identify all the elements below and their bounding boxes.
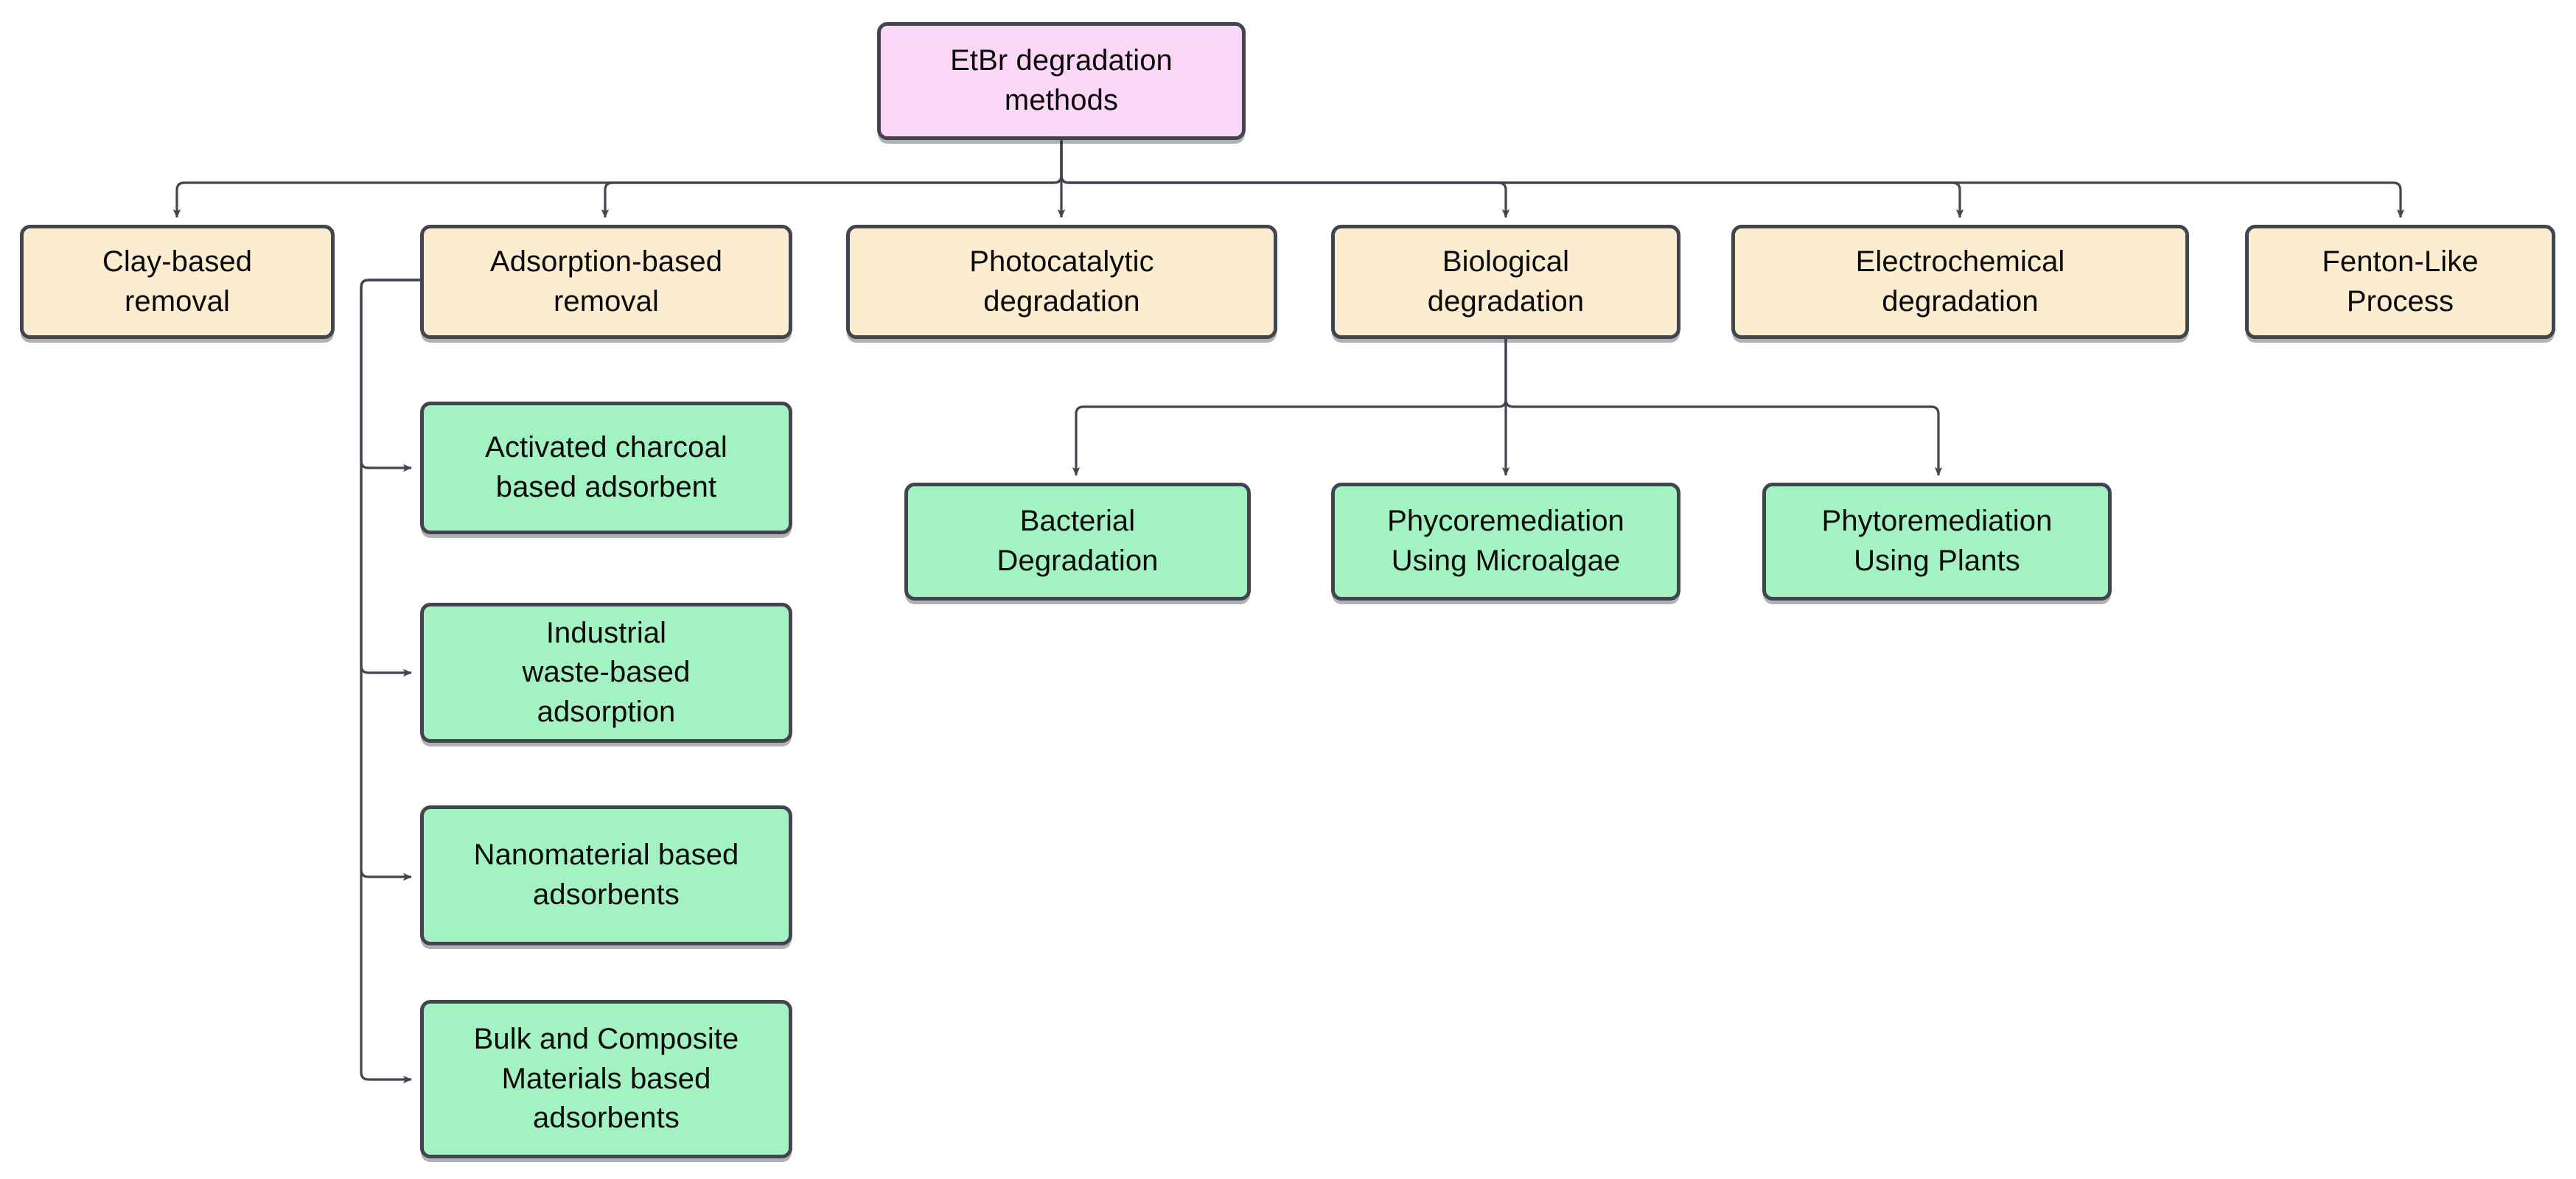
node-biological-degradation[interactable]: Biological degradation	[1331, 225, 1680, 339]
node-biological-degradation-label: Biological degradation	[1427, 245, 1585, 318]
edge-adsorption-to-activated-charcoal	[360, 279, 427, 472]
node-root[interactable]: EtBr degradation methods	[877, 22, 1246, 140]
node-adsorption-based-removal[interactable]: Adsorption-based removal	[420, 225, 792, 339]
node-bacterial-degradation-label: Bacterial Degradation	[996, 505, 1159, 577]
edge-biological-to-phytoremediation	[1504, 339, 1943, 476]
node-bulk-and-composite-materials-based-adsorbents-label: Bulk and Composite Materials based adsor…	[473, 1023, 739, 1135]
node-phycoremediation-using-microalgae-label: Phycoremediation Using Microalgae	[1387, 505, 1624, 577]
node-industrial-waste-based-adsorption-label: Industrial waste-based adsorption	[522, 616, 691, 728]
node-adsorption-based-removal-label: Adsorption-based removal	[489, 245, 723, 318]
node-clay-based-removal[interactable]: Clay-based removal	[20, 225, 335, 339]
node-phytoremediation-using-plants-label: Phytoremediation Using Plants	[1821, 505, 2053, 577]
node-nanomaterial-based-adsorbents[interactable]: Nanomaterial based adsorbents	[420, 805, 792, 945]
node-phycoremediation-using-microalgae[interactable]: Phycoremediation Using Microalgae	[1331, 483, 1680, 601]
node-root-label: EtBr degradation methods	[950, 44, 1173, 116]
edge-root-to-clay	[172, 140, 1063, 218]
node-fenton-like-process[interactable]: Fenton-Like Process	[2245, 225, 2555, 339]
node-industrial-waste-based-adsorption[interactable]: Industrial waste-based adsorption	[420, 603, 792, 743]
node-clay-based-removal-label: Clay-based removal	[102, 245, 253, 318]
node-electrochemical-degradation-label: Electrochemical degradation	[1855, 245, 2065, 318]
node-bulk-and-composite-materials-based-adsorbents[interactable]: Bulk and Composite Materials based adsor…	[420, 1000, 792, 1158]
edge-root-to-biological	[1060, 140, 1510, 218]
edge-root-to-fenton	[1060, 140, 2405, 218]
node-activated-charcoal-based-adsorbent[interactable]: Activated charcoal based adsorbent	[420, 402, 792, 534]
node-fenton-like-process-label: Fenton-Like Process	[2322, 245, 2479, 318]
edge-adsorption-to-nanomaterial	[360, 279, 427, 881]
node-bacterial-degradation[interactable]: Bacterial Degradation	[904, 483, 1251, 601]
node-activated-charcoal-based-adsorbent-label: Activated charcoal based adsorbent	[485, 431, 727, 503]
edge-biological-to-bacterial	[1072, 339, 1507, 476]
edge-root-to-electrochemical	[1060, 140, 1964, 218]
node-nanomaterial-based-adsorbents-label: Nanomaterial based adsorbents	[473, 839, 739, 911]
edge-adsorption-to-bulk-composite	[360, 279, 427, 1084]
edge-adsorption-to-industrial-waste	[360, 279, 427, 677]
node-phytoremediation-using-plants[interactable]: Phytoremediation Using Plants	[1762, 483, 2112, 601]
edge-root-to-adsorption	[601, 140, 1063, 218]
node-electrochemical-degradation[interactable]: Electrochemical degradation	[1731, 225, 2189, 339]
node-photocatalytic-degradation[interactable]: Photocatalytic degradation	[846, 225, 1277, 339]
node-photocatalytic-degradation-label: Photocatalytic degradation	[969, 245, 1154, 318]
